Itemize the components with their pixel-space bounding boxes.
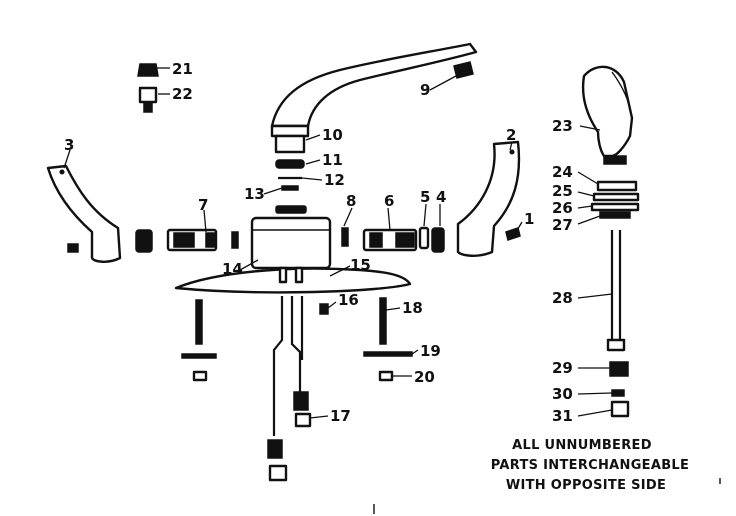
callout-28: 28 <box>552 289 573 307</box>
part-30 <box>611 389 625 397</box>
spout <box>270 42 478 128</box>
note-line-3: WITH OPPOSITE SIDE <box>506 478 666 493</box>
right-handle <box>456 140 521 257</box>
right-cap-ring <box>431 227 445 253</box>
spout-collar <box>270 124 310 138</box>
callout-4: 4 <box>436 188 446 206</box>
callout-3: 3 <box>64 136 74 154</box>
left-washer <box>181 353 217 359</box>
callout-labels: 21 22 3 7 9 10 11 12 13 8 6 5 4 2 1 14 1… <box>64 60 573 425</box>
right-washer <box>363 351 413 357</box>
part-24 <box>596 180 638 192</box>
left-handle-assembly <box>46 164 239 263</box>
callout-leaders <box>63 67 613 419</box>
supply-tube-center <box>290 296 302 392</box>
fitting-17 <box>293 391 309 411</box>
callout-2: 2 <box>506 126 516 144</box>
callout-26: 26 <box>552 199 573 217</box>
callout-14: 14 <box>222 260 243 278</box>
callout-16: 16 <box>338 291 359 309</box>
spray-assembly <box>581 65 640 418</box>
spout-o-ring <box>275 159 305 169</box>
callout-5: 5 <box>420 188 430 206</box>
callout-18: 18 <box>402 299 423 317</box>
callout-13: 13 <box>244 185 265 203</box>
callout-9: 9 <box>420 81 430 99</box>
valve-body <box>250 216 332 270</box>
valve-shank-right <box>294 266 304 284</box>
callout-21: 21 <box>172 60 193 78</box>
note-line-1: ALL UNNUMBERED <box>512 438 652 453</box>
callout-25: 25 <box>552 182 573 200</box>
right-handle-assembly <box>341 140 521 257</box>
callout-31: 31 <box>552 407 573 425</box>
right-stud <box>379 297 387 345</box>
part-21 <box>137 63 159 77</box>
callout-23: 23 <box>552 117 573 135</box>
loose-parts-top <box>137 63 159 113</box>
aerator <box>453 61 474 79</box>
callout-1: 1 <box>524 210 534 228</box>
valve-shank-left <box>278 266 288 284</box>
callout-11: 11 <box>322 151 343 169</box>
left-handle <box>46 164 122 263</box>
spout-base <box>274 134 306 154</box>
spray-tip <box>603 155 627 165</box>
callout-12: 12 <box>324 171 345 189</box>
part-22 <box>138 86 158 104</box>
interchangeable-parts-note: ALL UNNUMBERED PARTS INTERCHANGEABLE WIT… <box>491 438 689 493</box>
note-line-2: PARTS INTERCHANGEABLE <box>491 458 689 473</box>
callout-8: 8 <box>346 192 356 210</box>
left-handle-screw <box>67 243 79 253</box>
callout-6: 6 <box>384 192 394 210</box>
part-16 <box>319 303 329 315</box>
callout-10: 10 <box>322 126 343 144</box>
callout-30: 30 <box>552 385 573 403</box>
left-nut <box>192 370 208 382</box>
spout-seat <box>275 205 307 214</box>
callout-7: 7 <box>198 196 208 214</box>
part-26 <box>590 202 640 212</box>
right-spring <box>418 226 430 250</box>
part-31 <box>610 400 630 418</box>
callout-20: 20 <box>414 368 435 386</box>
part-25 <box>592 192 640 202</box>
part-27 <box>599 211 631 219</box>
right-nut <box>378 370 394 382</box>
spray-head <box>581 65 634 158</box>
spout-assembly <box>270 42 478 214</box>
left-stud <box>195 299 203 345</box>
part-29 <box>609 361 629 377</box>
escutcheon <box>174 267 412 294</box>
under-deck-parts <box>181 296 413 482</box>
callout-17: 17 <box>330 407 351 425</box>
spring-washer <box>281 185 299 191</box>
callout-24: 24 <box>552 163 573 181</box>
callout-29: 29 <box>552 359 573 377</box>
callout-22: 22 <box>172 85 193 103</box>
valve-body-assembly <box>174 216 412 294</box>
callout-27: 27 <box>552 216 573 234</box>
callout-19: 19 <box>420 342 441 360</box>
callout-15: 15 <box>350 256 371 274</box>
left-cap-ring <box>135 229 153 253</box>
supply-tube-left <box>272 296 284 436</box>
